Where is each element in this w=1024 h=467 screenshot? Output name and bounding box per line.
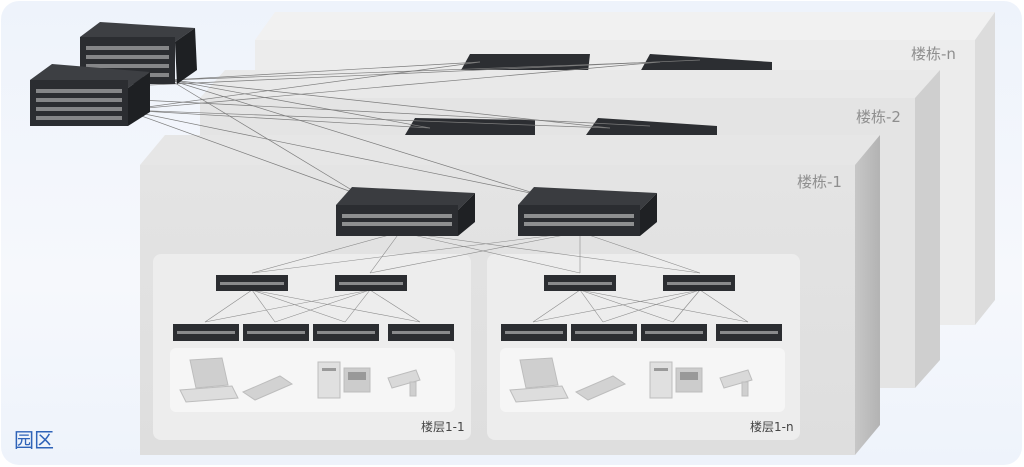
aggregation-switch-icon — [405, 118, 535, 135]
laptop-icon — [179, 357, 239, 403]
device-tray-1-1 — [170, 348, 455, 412]
floor-1-1-devices — [179, 357, 421, 403]
terminal-icon — [343, 367, 371, 393]
device-tray-1-n — [500, 348, 785, 412]
aggregation-switch-icon — [640, 54, 772, 72]
building-2-label: 楼栋-2 — [856, 108, 901, 126]
floor-1-n-label: 楼层1-n — [750, 420, 794, 434]
building-n-label: 楼栋-n — [911, 45, 956, 63]
campus-label: 园区 — [14, 428, 54, 452]
building-1-label: 楼栋-1 — [797, 173, 842, 191]
floor-panel-1-1 — [153, 254, 471, 440]
switch-port-rows — [177, 282, 778, 334]
floor-1-1-label: 楼层1-1 — [421, 420, 465, 434]
aggregation-switch-icon — [336, 187, 475, 236]
server-icon — [649, 361, 673, 399]
core-links — [124, 59, 701, 196]
aggregation-switch-icon — [460, 54, 590, 72]
server-icon — [317, 361, 341, 399]
core-switch-icon — [30, 64, 150, 126]
floor-panel-1-n — [487, 254, 800, 440]
aggregation-switch-icon — [518, 187, 657, 236]
camera-icon — [719, 369, 753, 397]
floor-1-n-devices — [509, 357, 753, 403]
camera-icon — [387, 369, 421, 397]
terminal-icon — [675, 367, 703, 393]
laptop-icon — [509, 357, 569, 403]
tablet-icon — [574, 375, 627, 401]
tablet-icon — [241, 375, 294, 401]
aggregation-links — [204, 231, 749, 323]
aggregation-switch-icon — [586, 118, 717, 135]
